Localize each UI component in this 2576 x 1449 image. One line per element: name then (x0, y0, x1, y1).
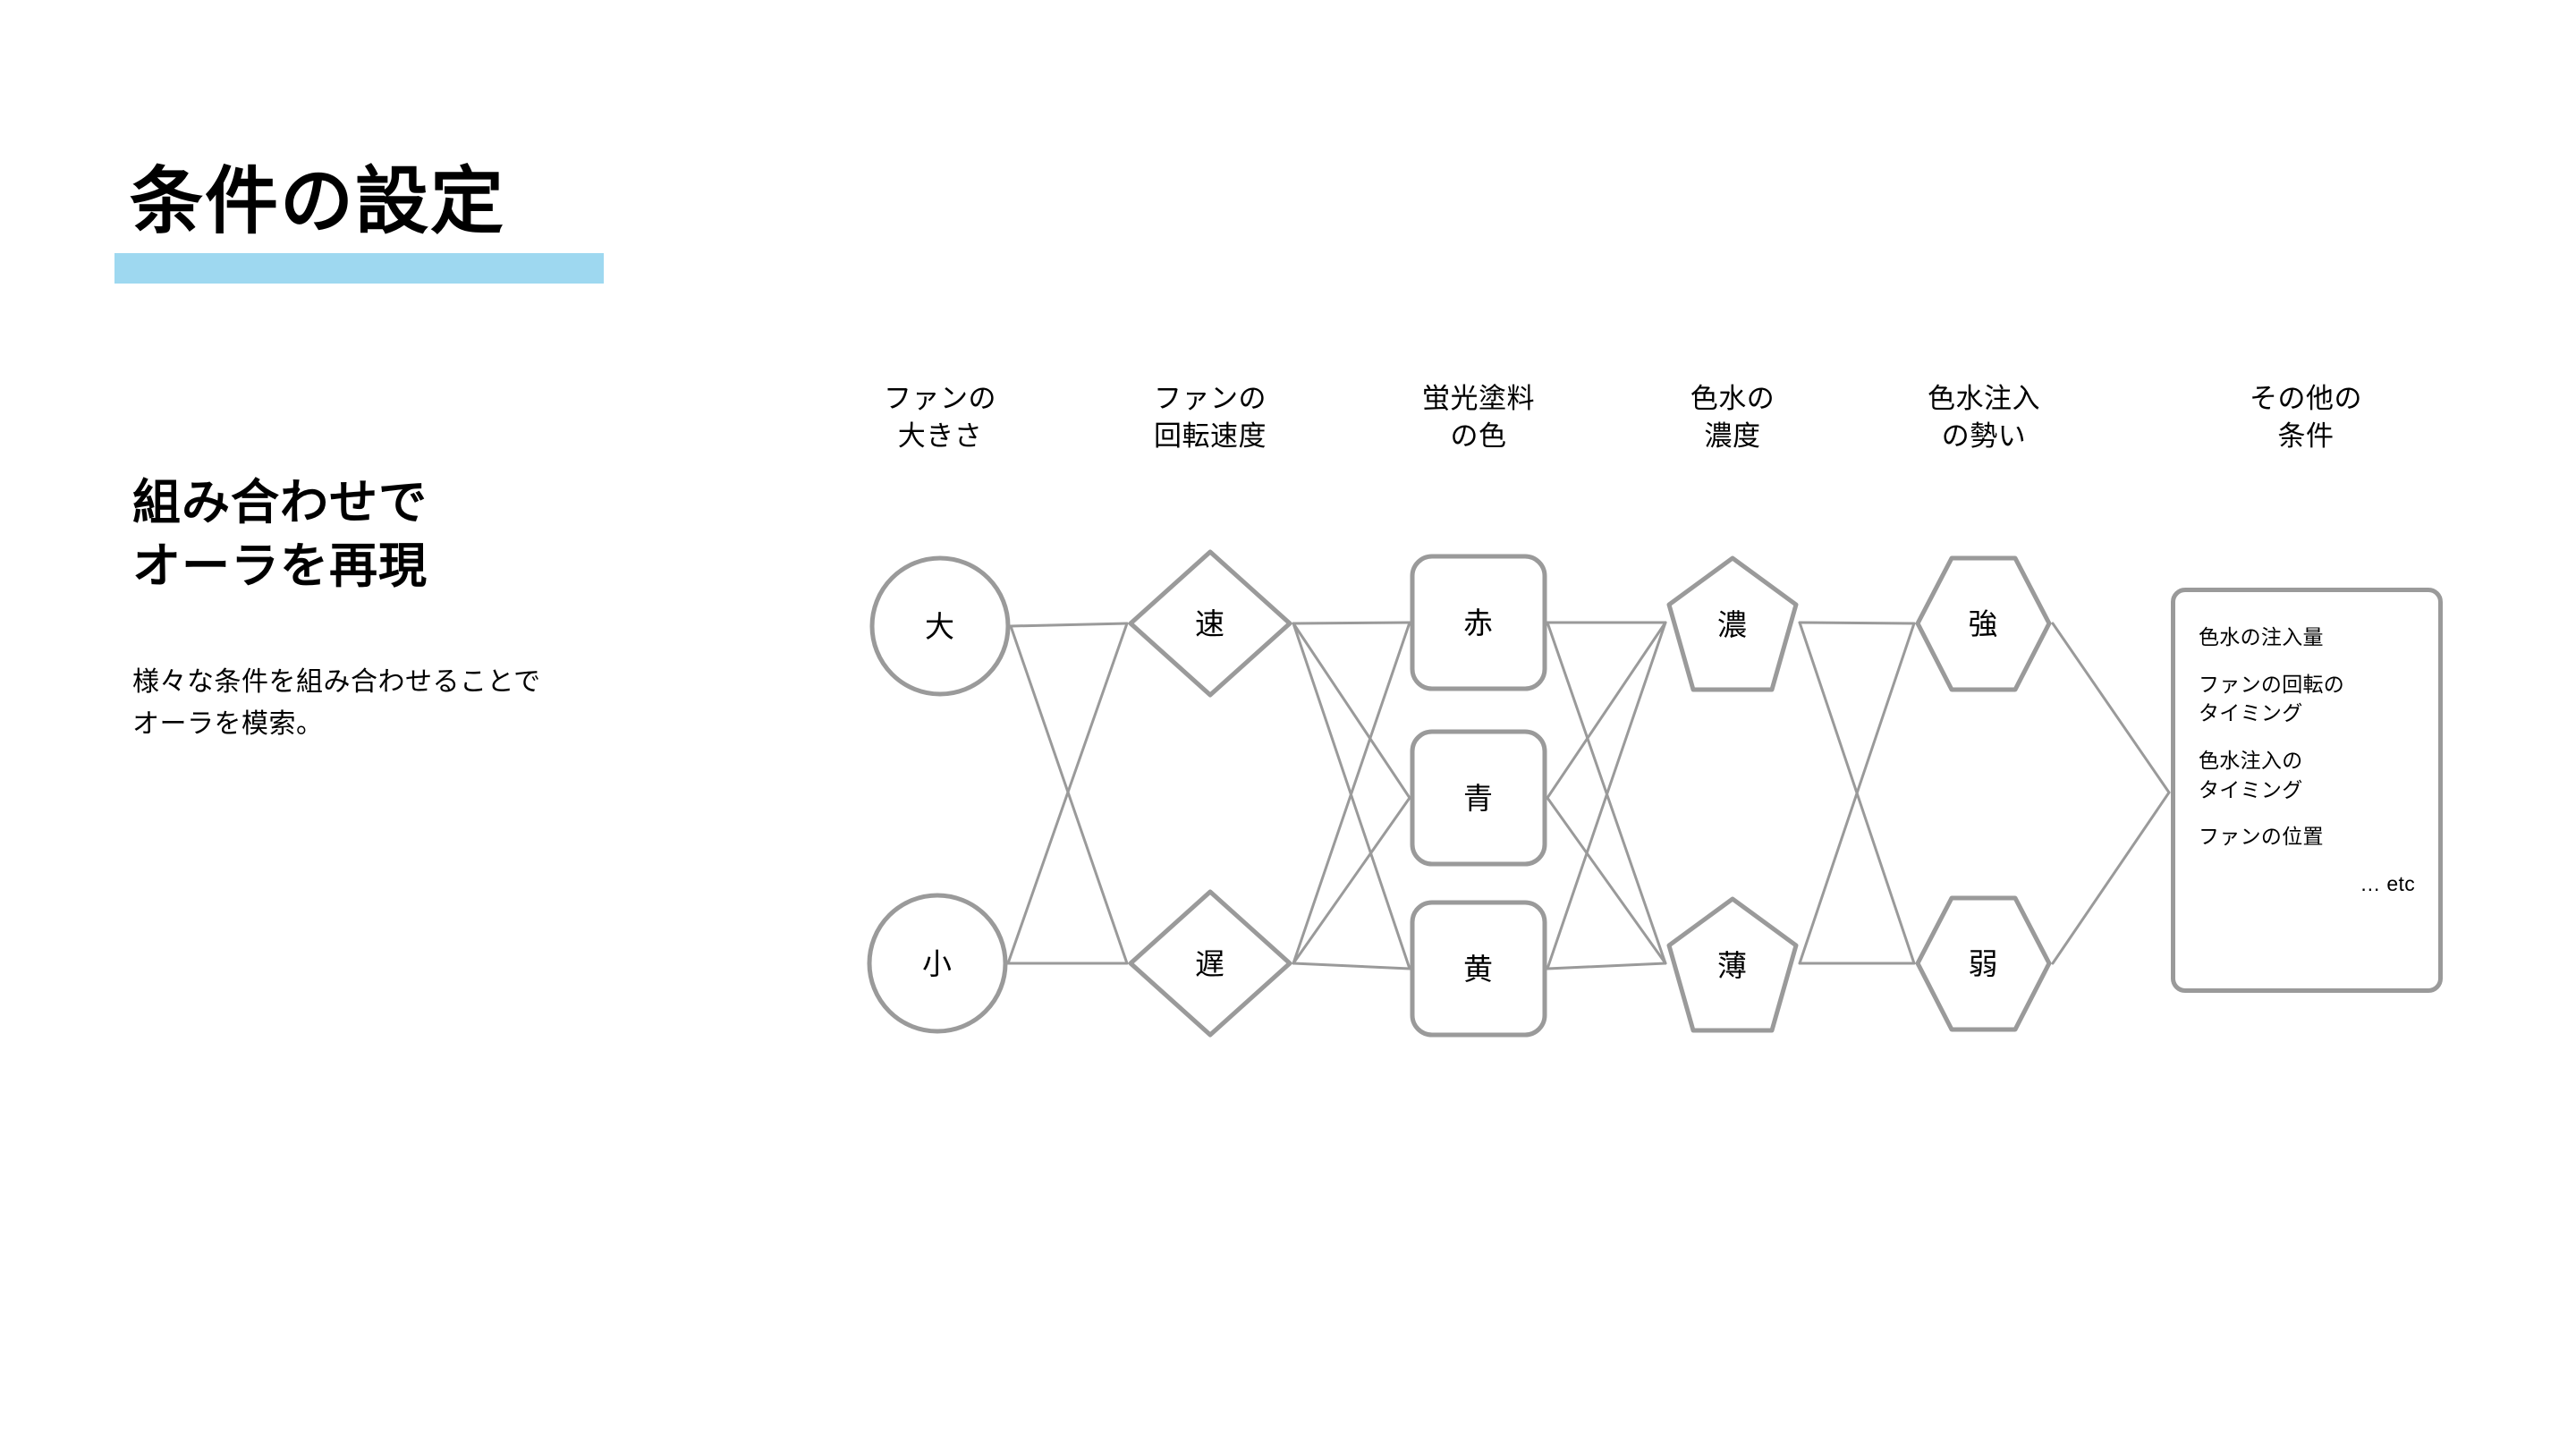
hexagon-shape (1915, 555, 2052, 692)
circle-shape (867, 893, 1008, 1034)
pentagon-shape (1666, 555, 1799, 692)
other-conditions-box[interactable]: 色水の注入量 ファンの回転の タイミング 色水注入の タイミング ファンの位置 … (2171, 588, 2443, 993)
node-fan-size-small[interactable]: 小 (867, 893, 1008, 1034)
hexagon-shape (1915, 895, 2052, 1032)
node-water-density-thin[interactable]: 薄 (1665, 895, 1800, 1035)
diamond-shape (1128, 549, 1292, 698)
column-header-water-density: 色水の 濃度 (1690, 383, 1775, 452)
list-item: 色水の注入量 (2199, 625, 2324, 648)
list-item: 色水注入の タイミング (2199, 748, 2303, 801)
page-title: 条件の設定 (130, 161, 506, 242)
column-header-other: その他の 条件 (2250, 383, 2362, 452)
rounded-rect-shape (1410, 729, 1547, 867)
list-item: ファンの回転の タイミング (2199, 672, 2345, 725)
node-fan-speed-slow[interactable]: 遅 (1127, 888, 1293, 1038)
node-injection-force-weak[interactable]: 弱 (1914, 894, 2053, 1033)
column-header-fan-size: ファンの 大きさ (884, 383, 996, 452)
rounded-rect-shape (1410, 554, 1547, 691)
pentagon-shape (1666, 896, 1799, 1033)
node-water-density-thick[interactable]: 濃 (1665, 555, 1800, 694)
rounded-rect-shape (1410, 900, 1547, 1038)
list-item: ファンの位置 (2199, 825, 2324, 849)
node-paint-color-yellow[interactable]: 黄 (1410, 900, 1547, 1038)
column-header-fan-speed: ファンの 回転速度 (1154, 383, 1267, 452)
diamond-shape (1128, 889, 1292, 1038)
lead-heading: 組み合わせで オーラを再現 (132, 476, 428, 594)
column-header-injection-force: 色水注入 の勢い (1928, 383, 2040, 452)
node-injection-force-strong[interactable]: 強 (1914, 555, 2053, 693)
list-item-etc: … etc (2360, 871, 2415, 895)
node-fan-speed-fast[interactable]: 速 (1127, 548, 1293, 699)
circle-shape (869, 555, 1011, 697)
column-header-paint-color: 蛍光塗料 の色 (1422, 383, 1535, 452)
lead-body-text: 様々な条件を組み合わせることで オーラを模索。 (132, 667, 541, 739)
node-fan-size-large[interactable]: 大 (869, 555, 1011, 697)
title-highlight-bar (114, 253, 604, 284)
node-paint-color-blue[interactable]: 青 (1410, 729, 1547, 867)
node-paint-color-red[interactable]: 赤 (1410, 554, 1547, 691)
